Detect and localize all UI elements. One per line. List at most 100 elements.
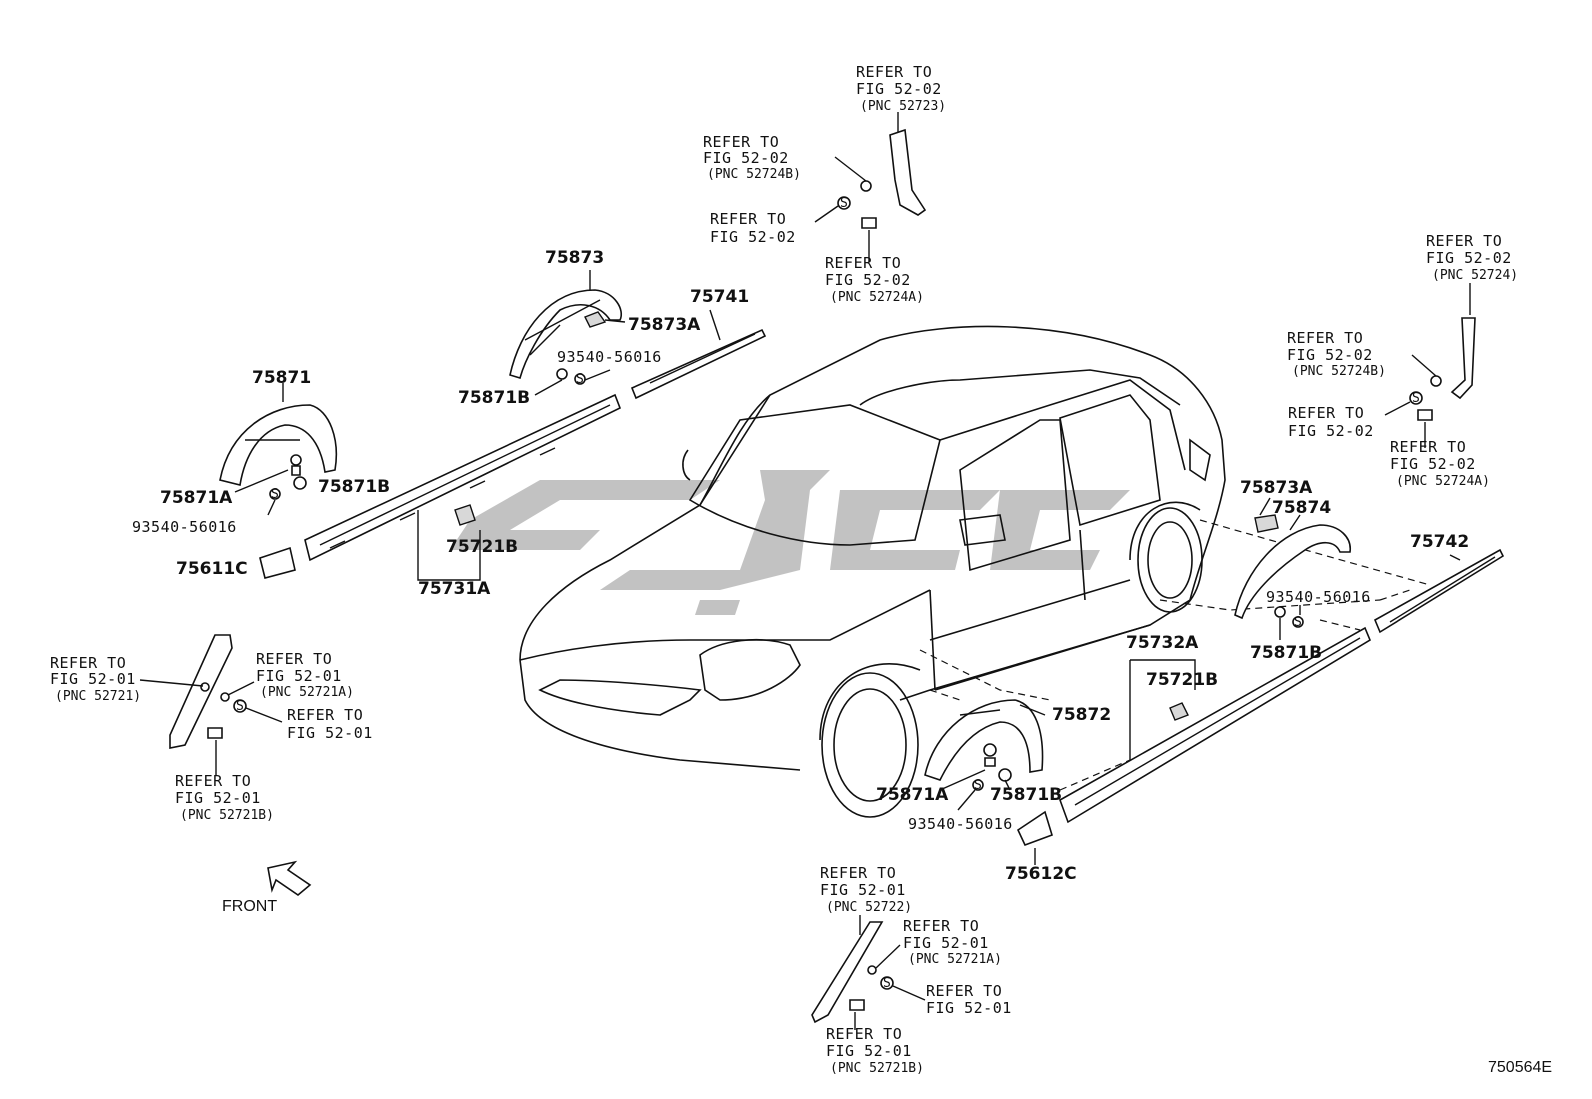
callout-line: FIG 52-02 [710, 228, 796, 246]
callout-line: FIG 52-01 [287, 724, 373, 742]
part-label-75612C: 75612C [1005, 864, 1077, 884]
rocker-molding-75732A [1016, 626, 1372, 865]
part-label-75873A: 75873A [628, 315, 701, 335]
callout-line: (PNC 52721A) [260, 685, 354, 700]
callout-line: REFER TO [856, 63, 932, 81]
callout-line: REFER TO [825, 254, 901, 272]
callout-line: REFER TO [710, 210, 786, 228]
callout-line: REFER TO [175, 772, 251, 790]
part-label-75872: 75872 [1052, 705, 1111, 725]
belt-molding-75742 [1373, 548, 1505, 634]
callout-line: (PNC 52722) [826, 900, 912, 915]
callout-line: REFER TO [1288, 404, 1364, 422]
svg-text:S: S [883, 976, 891, 991]
part-label-75741: 75741 [690, 287, 749, 307]
part-label-93540-56016: 93540-56016 [557, 348, 662, 366]
part-label-75732A: 75732A [1126, 633, 1199, 653]
callout-c6: REFER TO FIG 52-02 (PNC 52724B) [1287, 329, 1386, 379]
callout-c13: REFER TO FIG 52-01 (PNC 52722) [820, 864, 912, 915]
callout-c5: REFER TO FIG 52-02 (PNC 52724) [1426, 232, 1518, 283]
svg-text:S: S [1412, 391, 1420, 406]
part-label-93540-56016: 93540-56016 [1266, 588, 1371, 606]
callout-line: REFER TO [926, 982, 1002, 1000]
part-label-75871B: 75871B [990, 785, 1062, 805]
front-label: FRONT [222, 898, 277, 915]
callout-line: FIG 52-02 [825, 271, 911, 289]
car-body-outline [519, 325, 1226, 818]
svg-text:S: S [576, 372, 584, 387]
callout-line: (PNC 52724B) [707, 167, 801, 182]
callout-c16: REFER TO FIG 52-01 (PNC 52721B) [826, 1025, 924, 1076]
pillar-garnish-52721: S [139, 634, 283, 775]
callout-c2: REFER TO FIG 52-02 (PNC 52724B) [703, 133, 801, 182]
part-label-75871A: 75871A [876, 785, 949, 805]
callout-line: FIG 52-01 [175, 789, 261, 807]
svg-text:S: S [271, 487, 279, 502]
callout-c7: REFER TO FIG 52-02 [1288, 404, 1374, 440]
callout-line: (PNC 52723) [860, 99, 946, 114]
callout-line: REFER TO [1287, 329, 1363, 347]
callout-c14: REFER TO FIG 52-01 (PNC 52721A) [903, 917, 1002, 967]
callout-line: FIG 52-01 [256, 667, 342, 685]
wheel-arch-75873: S [509, 270, 626, 396]
callout-line: FIG 52-01 [903, 934, 989, 952]
callout-line: REFER TO [1426, 232, 1502, 250]
door-molding-75731A [259, 393, 622, 581]
part-label-75731A: 75731A [418, 579, 491, 599]
callout-line: (PNC 52721A) [908, 952, 1002, 967]
pillar-garnish-52723: S [814, 112, 927, 262]
callout-line: FIG 52-02 [1287, 346, 1373, 364]
callout-c15: REFER TO FIG 52-01 [926, 982, 1012, 1017]
belt-molding-75741 [630, 309, 767, 400]
svg-text:S: S [236, 699, 244, 714]
callout-line: (PNC 52724A) [830, 290, 924, 305]
callout-line: FIG 52-02 [1426, 249, 1512, 267]
part-label-75871B: 75871B [1250, 643, 1322, 663]
callout-c4: REFER TO FIG 52-02 (PNC 52724A) [825, 254, 924, 305]
callout-line: REFER TO [820, 864, 896, 882]
callout-line: REFER TO [256, 650, 332, 668]
callout-line: (PNC 52721B) [830, 1061, 924, 1076]
guide-lines [919, 519, 1431, 791]
front-arrow-icon [267, 860, 312, 897]
part-label-75611C: 75611C [176, 559, 248, 579]
wheel-arch-75872: S [924, 699, 1046, 811]
svg-text:S: S [1294, 615, 1302, 630]
callout-line: REFER TO [826, 1025, 902, 1043]
part-label-75873A: 75873A [1240, 478, 1313, 498]
callout-line: FIG 52-01 [926, 999, 1012, 1017]
part-label-75871B: 75871B [458, 388, 530, 408]
callout-line: (PNC 52724A) [1396, 474, 1490, 489]
callout-c3: REFER TO FIG 52-02 [710, 210, 796, 246]
callout-line: FIG 52-02 [856, 80, 942, 98]
callout-line: REFER TO [50, 654, 126, 672]
part-label-93540-56016: 93540-56016 [132, 518, 237, 536]
part-label-93540-56016: 93540-56016 [908, 815, 1013, 833]
callout-line: (PNC 52721) [55, 689, 141, 704]
svg-text:S: S [974, 778, 982, 793]
figure-code: 750564E [1488, 1059, 1552, 1076]
pillar-garnish-52724: S [1384, 283, 1476, 448]
wheel-arch-75874: S [1234, 497, 1351, 640]
callout-line: (PNC 52721B) [180, 808, 274, 823]
part-label-75721B: 75721B [1146, 670, 1218, 690]
callout-line: REFER TO [703, 133, 779, 151]
callout-line: (PNC 52724) [1432, 268, 1518, 283]
callout-c1: REFER TO FIG 52-02 (PNC 52723) [856, 63, 946, 114]
part-label-75871: 75871 [252, 368, 311, 388]
callout-c9: REFER TO FIG 52-01 (PNC 52721) [50, 654, 141, 704]
part-label-75871A: 75871A [160, 488, 233, 508]
callout-line: REFER TO [287, 706, 363, 724]
callout-c8: REFER TO FIG 52-02 (PNC 52724A) [1390, 438, 1490, 489]
callout-line: FIG 52-02 [1288, 422, 1374, 440]
part-label-75874: 75874 [1272, 498, 1331, 518]
callout-line: (PNC 52724B) [1292, 364, 1386, 379]
callout-line: REFER TO [1390, 438, 1466, 456]
watermark-logo [450, 470, 1130, 615]
part-label-75742: 75742 [1410, 532, 1469, 552]
callout-line: FIG 52-01 [50, 670, 136, 688]
callout-c10: REFER TO FIG 52-01 (PNC 52721A) [256, 650, 354, 700]
pillar-garnish-52722: S [811, 915, 926, 1030]
callout-line: FIG 52-01 [820, 881, 906, 899]
callout-c11: REFER TO FIG 52-01 [287, 706, 373, 742]
